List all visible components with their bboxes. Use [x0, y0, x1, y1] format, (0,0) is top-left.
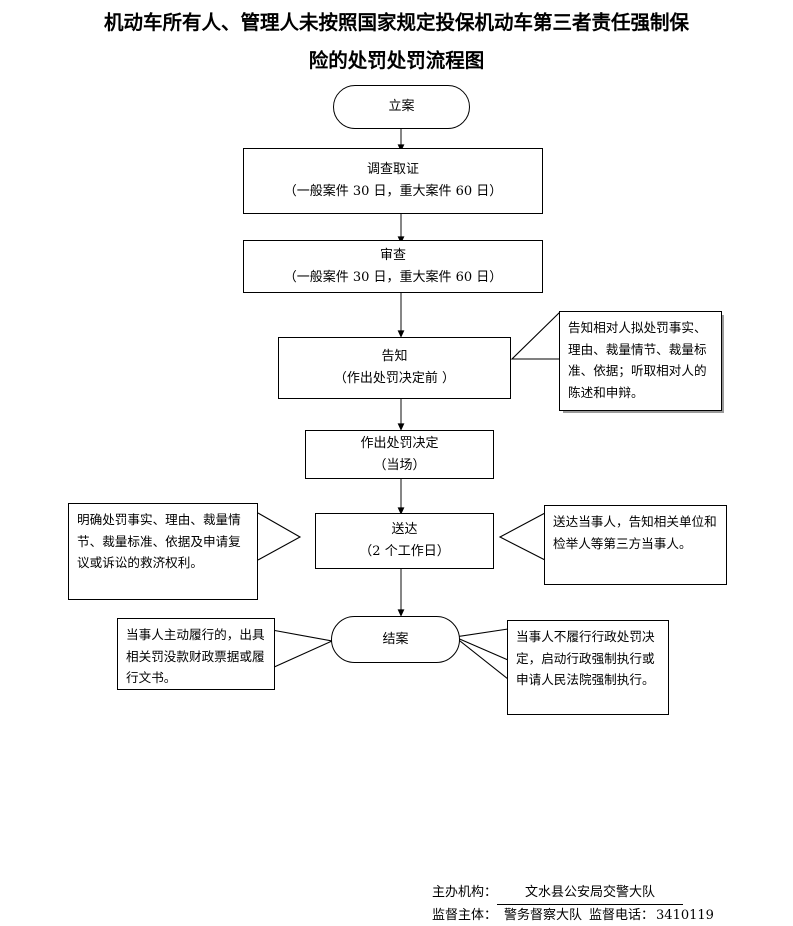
note-service-left: 明确处罚事实、理由、裁量情节、裁量标准、依据及申请复议或诉讼的救济权利。 [68, 503, 258, 600]
node-investigation[interactable]: 调查取证 （一般案件 30 日，重大案件 60 日） [243, 148, 543, 214]
footer-phone-label: 监督电话： [589, 908, 655, 923]
node-notify-label: 告知 [381, 349, 408, 364]
note-service-right-text: 送达当事人，告知相关单位和检举人等第三方当事人。 [553, 514, 717, 551]
footer-organizer-row: 主办机构：文水县公安局交警大队 [432, 882, 728, 905]
page-title-line-1: 机动车所有人、管理人未按照国家规定投保机动车第三者责任强制保 [103, 11, 689, 34]
node-notify[interactable]: 告知 （作出处罚决定前 ） [278, 337, 511, 399]
node-review-label: 审查 [379, 247, 406, 263]
footer-organizer-label: 主办机构： [432, 885, 498, 900]
footer-phone-value: 3410119 [654, 905, 728, 926]
node-decision[interactable]: 作出处罚决定 （当场） [305, 430, 494, 479]
footer-supervisor-label: 监督主体： [432, 908, 498, 923]
footer-organizer-value: 文水县公安局交警大队 [497, 882, 684, 905]
footer-supervisor-value: 警务督察大队 [497, 905, 589, 926]
page-title: 机动车所有人、管理人未按照国家规定投保机动车第三者责任强制保 险的处罚处罚流程图 [60, 4, 733, 80]
node-service[interactable]: 送达 （2 个工作日） [315, 513, 494, 569]
node-filing-label: 立案 [388, 99, 415, 114]
node-closure-label: 结案 [382, 631, 409, 647]
node-notify-detail: （作出处罚决定前 ） [333, 371, 456, 386]
node-closure[interactable]: 结案 [331, 616, 460, 663]
note-closure-right-text: 当事人不履行行政处罚决定，启动行政强制执行或申请人民法院强制执行。 [516, 629, 655, 687]
node-decision-label: 作出处罚决定 [360, 435, 439, 451]
note-closure-right: 当事人不履行行政处罚决定，启动行政强制执行或申请人民法院强制执行。 [507, 620, 669, 715]
note-service-left-text: 明确处罚事实、理由、裁量情节、裁量标准、依据及申请复议或诉讼的救济权利。 [77, 512, 241, 570]
footer-supervisor-row: 监督主体：警务督察大队监督电话：3410119 [432, 905, 728, 926]
note-service-right: 送达当事人，告知相关单位和检举人等第三方当事人。 [544, 505, 727, 585]
note-notify: 告知相对人拟处罚事实、理由、裁量情节、裁量标准、依据；听取相对人的陈述和申辩。 [559, 311, 722, 411]
note-notify-text: 告知相对人拟处罚事实、理由、裁量情节、裁量标准、依据；听取相对人的陈述和申辩。 [568, 320, 707, 400]
node-review-detail: （一般案件 30 日，重大案件 60 日） [283, 269, 503, 285]
page-title-line-2: 险的处罚处罚流程图 [308, 49, 485, 72]
node-filing[interactable]: 立案 [333, 85, 470, 129]
note-closure-left: 当事人主动履行的，出具相关罚没款财政票据或履行文书。 [117, 618, 275, 690]
node-decision-detail: （当场） [373, 457, 426, 473]
note-closure-left-text: 当事人主动履行的，出具相关罚没款财政票据或履行文书。 [126, 627, 265, 685]
footer: 主办机构：文水县公安局交警大队 监督主体：警务督察大队监督电话：3410119 [432, 882, 728, 926]
node-service-label: 送达 [391, 522, 418, 537]
node-investigation-detail: （一般案件 30 日，重大案件 60 日） [283, 184, 503, 199]
node-service-detail: （2 个工作日） [359, 544, 450, 559]
node-review[interactable]: 审查 （一般案件 30 日，重大案件 60 日） [243, 240, 543, 293]
node-investigation-label: 调查取证 [366, 162, 419, 177]
